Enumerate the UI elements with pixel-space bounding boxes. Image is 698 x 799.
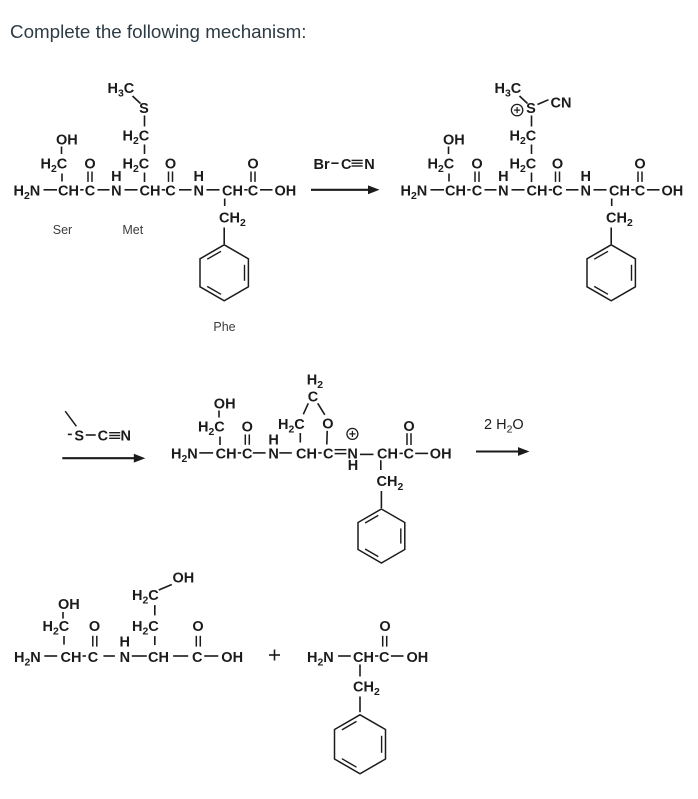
svg-text:CH2​: CH2​ bbox=[353, 680, 380, 699]
svg-text:N: N bbox=[194, 184, 204, 200]
svg-text:H2​C: H2​C bbox=[43, 619, 70, 638]
svg-text:S: S bbox=[526, 101, 536, 117]
svg-text:N: N bbox=[120, 650, 130, 666]
svg-text:CH: CH bbox=[222, 184, 243, 200]
svg-text:N: N bbox=[364, 157, 374, 173]
svg-text:H2​C: H2​C bbox=[198, 419, 225, 438]
svg-text:OH: OH bbox=[173, 571, 195, 587]
svg-text:H2​C: H2​C bbox=[510, 129, 537, 148]
svg-text:H2​N: H2​N bbox=[401, 184, 428, 203]
svg-text:H: H bbox=[498, 169, 508, 185]
svg-text:CH: CH bbox=[377, 446, 398, 462]
svg-text:H3​C: H3​C bbox=[108, 81, 135, 100]
svg-text:H: H bbox=[111, 169, 121, 185]
svg-text:S: S bbox=[139, 101, 149, 117]
svg-text:C: C bbox=[248, 184, 259, 200]
svg-text:O: O bbox=[242, 419, 253, 435]
svg-text:C: C bbox=[242, 446, 253, 462]
svg-text:H: H bbox=[348, 458, 358, 474]
svg-text:OH: OH bbox=[662, 184, 684, 200]
svg-text:CH: CH bbox=[445, 184, 466, 200]
svg-text:C: C bbox=[98, 428, 109, 444]
svg-text:OH: OH bbox=[430, 446, 452, 462]
svg-text:CH: CH bbox=[609, 184, 630, 200]
svg-text:H: H bbox=[268, 432, 278, 448]
svg-text:C: C bbox=[308, 390, 319, 406]
svg-text:CH2​: CH2​ bbox=[219, 211, 246, 230]
svg-text:2 H2​O: 2 H2​O bbox=[484, 417, 524, 436]
svg-text:O: O bbox=[192, 619, 203, 635]
svg-text:C: C bbox=[404, 446, 415, 462]
svg-text:N: N bbox=[268, 446, 278, 462]
svg-text:C: C bbox=[635, 184, 646, 200]
svg-text:H2​C: H2​C bbox=[428, 157, 455, 176]
svg-text:Br: Br bbox=[314, 157, 330, 173]
svg-text:N: N bbox=[581, 184, 591, 200]
svg-text:CH: CH bbox=[58, 184, 79, 200]
svg-text:Phe: Phe bbox=[213, 320, 235, 334]
svg-text:O: O bbox=[247, 157, 258, 173]
svg-text:H2​C: H2​C bbox=[123, 129, 150, 148]
svg-text:CH: CH bbox=[296, 446, 317, 462]
svg-text:H2​C: H2​C bbox=[41, 157, 68, 176]
svg-text:O: O bbox=[471, 157, 482, 173]
svg-text:C: C bbox=[85, 184, 96, 200]
svg-text:OH: OH bbox=[221, 650, 243, 666]
svg-text:C: C bbox=[552, 184, 563, 200]
svg-text:H: H bbox=[194, 169, 204, 185]
svg-text:O: O bbox=[322, 417, 333, 433]
svg-text:CH2​: CH2​ bbox=[377, 474, 404, 493]
svg-text:C: C bbox=[379, 650, 390, 666]
svg-text:O: O bbox=[84, 157, 95, 173]
svg-text:C: C bbox=[165, 184, 176, 200]
svg-text:H2​C: H2​C bbox=[132, 588, 159, 607]
svg-text:H2​C: H2​C bbox=[278, 417, 305, 436]
svg-text:N: N bbox=[121, 428, 131, 444]
svg-text:O: O bbox=[403, 419, 414, 435]
svg-text:H2​N: H2​N bbox=[307, 650, 334, 669]
svg-text:CN: CN bbox=[551, 96, 572, 112]
svg-text:CH: CH bbox=[216, 446, 237, 462]
svg-text:OH: OH bbox=[407, 650, 429, 666]
svg-text:H2​C: H2​C bbox=[123, 157, 150, 176]
svg-text:O: O bbox=[634, 157, 645, 173]
svg-text:CH: CH bbox=[61, 650, 82, 666]
svg-text:N: N bbox=[498, 184, 508, 200]
svg-text:Met: Met bbox=[122, 223, 143, 237]
svg-text:CH: CH bbox=[148, 650, 169, 666]
svg-text:H2​C: H2​C bbox=[132, 619, 159, 638]
svg-text:N: N bbox=[111, 184, 121, 200]
svg-text:CH: CH bbox=[353, 650, 374, 666]
svg-text:Complete the following mechani: Complete the following mechanism: bbox=[10, 21, 306, 42]
svg-text:O: O bbox=[379, 619, 390, 635]
svg-text:CH2​: CH2​ bbox=[606, 211, 633, 230]
svg-text:OH: OH bbox=[214, 396, 236, 412]
svg-text:H: H bbox=[119, 634, 129, 650]
svg-text:H2​N: H2​N bbox=[14, 184, 41, 203]
svg-text:O: O bbox=[89, 619, 100, 635]
svg-text:C: C bbox=[88, 650, 99, 666]
svg-text:O: O bbox=[165, 157, 176, 173]
svg-text:CH: CH bbox=[527, 184, 548, 200]
svg-text:C: C bbox=[192, 650, 203, 666]
svg-text:H: H bbox=[581, 169, 591, 185]
svg-text:OH: OH bbox=[56, 133, 78, 149]
svg-text:C: C bbox=[323, 446, 334, 462]
svg-text:H2​N: H2​N bbox=[171, 446, 198, 465]
svg-text:OH: OH bbox=[443, 133, 465, 149]
svg-text:Ser: Ser bbox=[53, 223, 72, 237]
svg-text:H2​C: H2​C bbox=[510, 157, 537, 176]
svg-text:OH: OH bbox=[58, 597, 80, 613]
svg-text:O: O bbox=[552, 157, 563, 173]
svg-text:N: N bbox=[347, 446, 357, 462]
svg-text:C: C bbox=[472, 184, 483, 200]
svg-text:CH: CH bbox=[140, 184, 161, 200]
svg-text:C: C bbox=[341, 157, 352, 173]
svg-text:S: S bbox=[74, 428, 84, 444]
svg-text:H3​C: H3​C bbox=[495, 81, 522, 100]
svg-text:H2​N: H2​N bbox=[14, 650, 41, 669]
svg-text:OH: OH bbox=[275, 184, 297, 200]
